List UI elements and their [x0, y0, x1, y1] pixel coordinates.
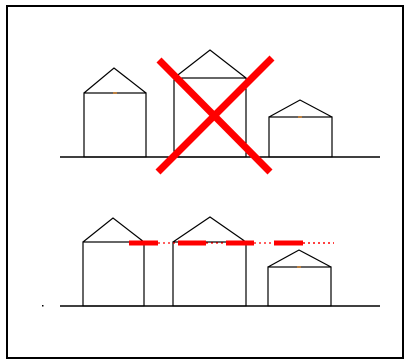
bottom-house-left	[83, 218, 144, 306]
red-cross-mark	[158, 58, 272, 172]
top-house-right-walls	[269, 117, 332, 157]
bottom-house-middle-walls	[173, 242, 246, 306]
bottom-house-left-walls	[83, 242, 144, 306]
bottom-house-right-roof	[268, 250, 331, 267]
bottom-house-middle	[173, 217, 246, 306]
top-house-left	[84, 68, 146, 157]
top-house-middle-roof	[174, 50, 246, 78]
top-house-right	[269, 100, 332, 157]
bottom-house-left-roof	[83, 218, 144, 242]
outer-frame	[7, 6, 403, 358]
bottom-house-right-walls	[268, 267, 331, 306]
top-panel	[60, 50, 380, 172]
top-house-left-walls	[84, 93, 146, 157]
bottom-panel	[42, 217, 380, 307]
bottom-house-right	[268, 250, 331, 306]
bottom-house-middle-roof	[173, 217, 246, 242]
top-house-left-roof	[84, 68, 146, 93]
bottom-speck	[42, 305, 44, 307]
top-house-right-roof	[269, 100, 332, 117]
